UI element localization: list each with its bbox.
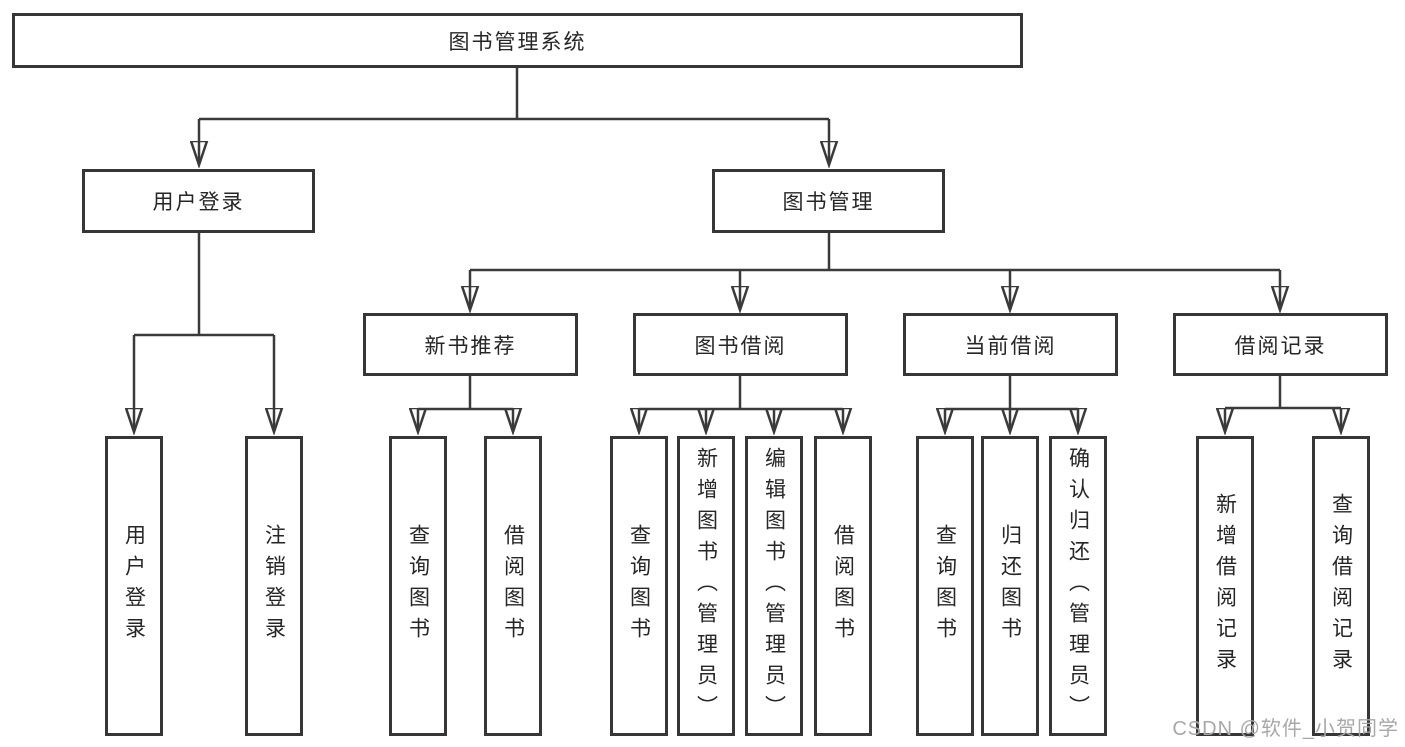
connector-user-login-trunk (134, 233, 274, 337)
connector-new-book-trunk (418, 376, 513, 411)
leaf-borrow-books-1: 借阅图书 (484, 436, 542, 736)
node-label: 借阅图书 (831, 524, 855, 648)
node-library-management-system: 图书管理系统 (12, 13, 1023, 68)
node-book-borrowing: 图书借阅 (633, 313, 848, 376)
node-label: 归还图书 (998, 524, 1022, 648)
node-new-book-recommendation: 新书推荐 (363, 313, 578, 376)
node-label: 查询图书 (406, 524, 430, 648)
node-label: 新增图书（管理员） (694, 446, 718, 726)
leaf-user-login: 用户登录 (105, 436, 163, 736)
leaf-query-books-1: 查询图书 (389, 436, 447, 736)
leaf-query-books-3: 查询图书 (916, 436, 974, 736)
node-label: 查询图书 (933, 524, 957, 648)
node-label: 新增借阅记录 (1213, 493, 1237, 679)
node-label: 编辑图书（管理员） (762, 446, 786, 726)
node-label: 图书借阅 (694, 334, 787, 358)
node-label: 查询借阅记录 (1329, 493, 1353, 679)
node-label: 当前借阅 (964, 334, 1057, 358)
connector-root-trunk (199, 68, 829, 121)
leaf-query-borrow-record: 查询借阅记录 (1312, 436, 1370, 736)
leaf-borrow-books-2: 借阅图书 (814, 436, 872, 736)
connector-book-borrow-trunk (639, 376, 843, 411)
connector-book-management-trunk (470, 233, 1280, 272)
connector-current-borrow-trunk (945, 376, 1078, 411)
node-borrowing-records: 借阅记录 (1173, 313, 1388, 376)
leaf-add-books-admin: 新增图书（管理员） (677, 436, 735, 736)
node-label: 查询图书 (627, 524, 651, 648)
node-label: 注销登录 (262, 524, 286, 648)
node-current-borrowing: 当前借阅 (903, 313, 1118, 376)
node-user-login: 用户登录 (82, 169, 315, 233)
node-label: 新书推荐 (424, 334, 517, 358)
watermark-text: CSDN @软件_小贺同学 (1172, 718, 1399, 740)
leaf-logout: 注销登录 (245, 436, 303, 736)
leaf-confirm-return-admin: 确认归还（管理员） (1049, 436, 1107, 736)
node-label: 用户登录 (122, 524, 146, 648)
leaf-query-books-2: 查询图书 (610, 436, 668, 736)
node-label: 用户登录 (152, 191, 245, 214)
node-label: 借阅图书 (501, 524, 525, 648)
node-label: 借阅记录 (1234, 334, 1327, 358)
node-label: 确认归还（管理员） (1066, 446, 1090, 726)
leaf-add-borrow-record: 新增借阅记录 (1196, 436, 1254, 736)
node-label: 图书管理系统 (448, 30, 587, 54)
node-label: 图书管理 (782, 191, 875, 214)
leaf-return-books: 归还图书 (981, 436, 1039, 736)
connector-borrow-record-trunk (1225, 376, 1341, 410)
leaf-edit-books-admin: 编辑图书（管理员） (745, 436, 803, 736)
node-book-management: 图书管理 (712, 169, 945, 233)
